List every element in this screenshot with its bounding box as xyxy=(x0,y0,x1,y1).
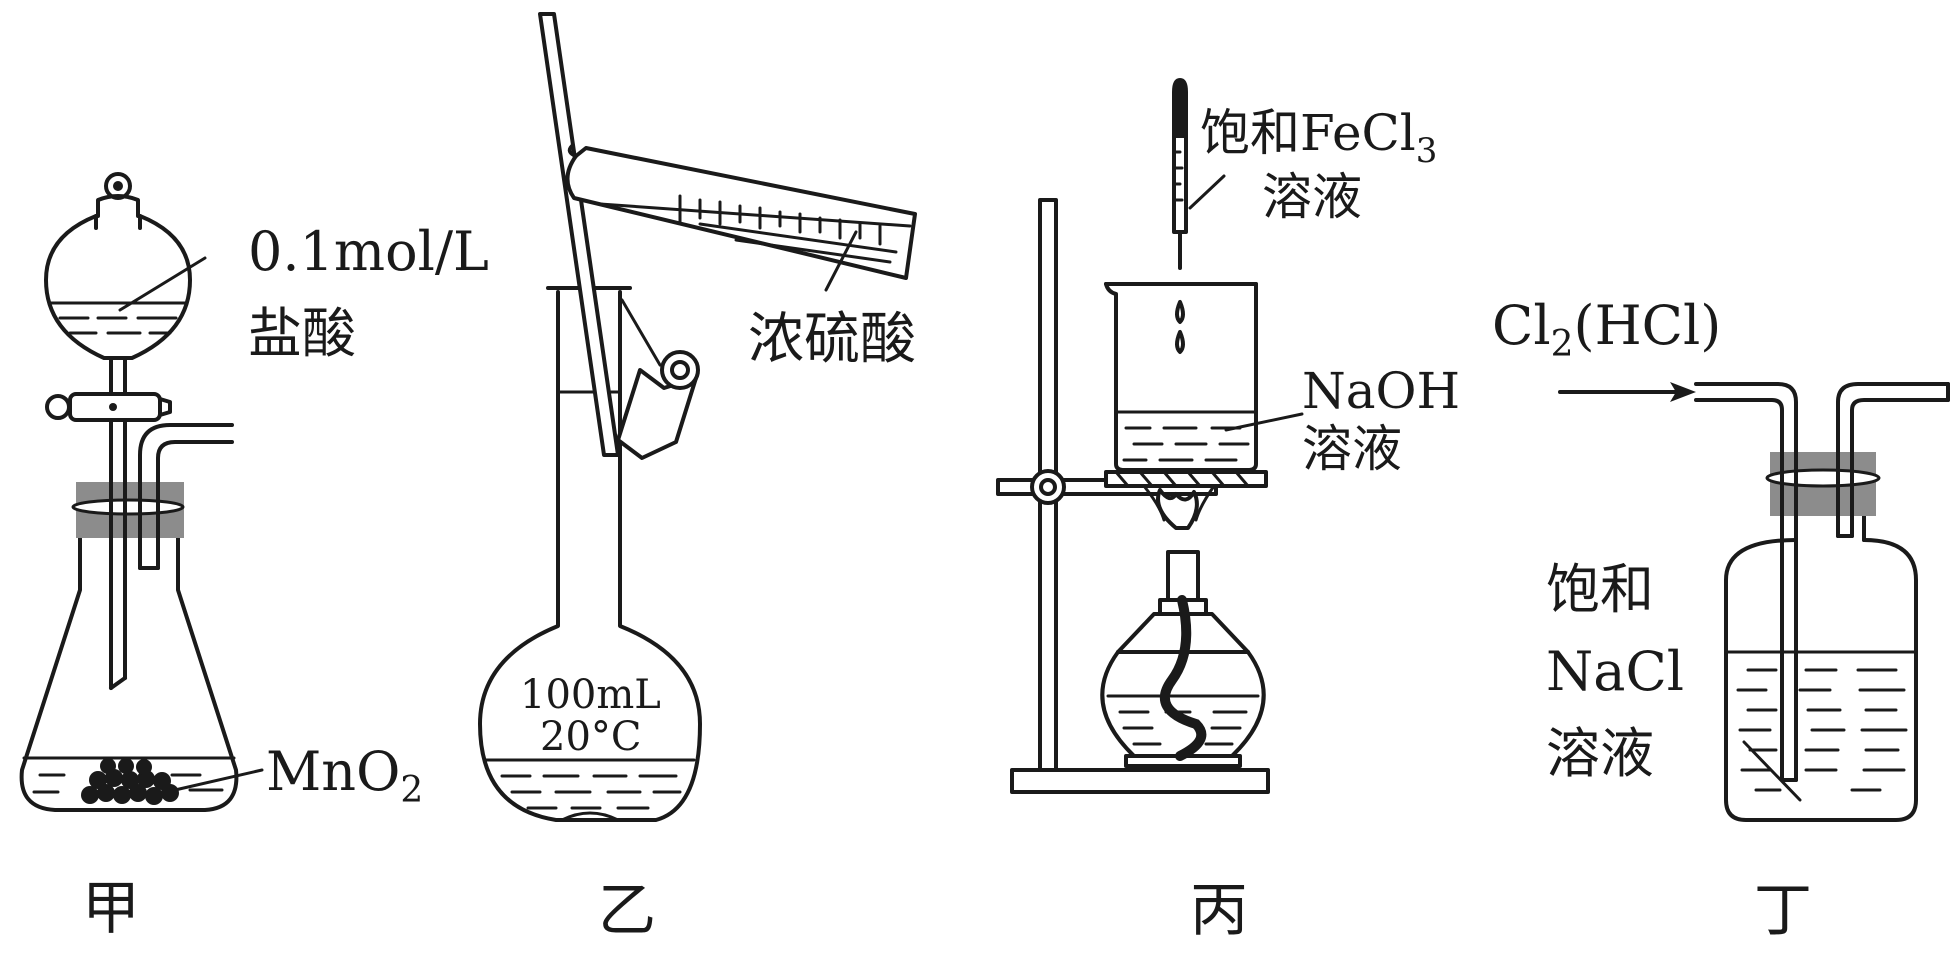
apparatus-ding: Cl2(HCl) 饱和 NaCl 溶液 丁 xyxy=(1492,294,1950,944)
gas-inlet-arrow xyxy=(1670,382,1696,402)
caption-bing: 丙 xyxy=(1190,876,1248,944)
naoh-label: NaOH xyxy=(1302,362,1460,420)
conical-flask xyxy=(19,503,239,812)
volumetric-flask xyxy=(478,290,702,822)
concentrated-sulfuric-acid-label: 浓硫酸 xyxy=(748,307,916,372)
apparatus-yi: 浓硫酸 100mL 20°C 乙 xyxy=(478,12,917,944)
nacl-label: NaCl xyxy=(1546,640,1684,703)
hydrochloric-acid-label: 盐酸 xyxy=(248,302,356,365)
separatory-funnel xyxy=(44,214,192,360)
nacl-solution-label: 溶液 xyxy=(1546,722,1654,785)
flame xyxy=(1156,488,1199,530)
flask-stopper xyxy=(616,368,698,460)
alcohol-lamp xyxy=(1100,550,1266,768)
mno2-label: MnO2 xyxy=(266,740,423,811)
caption-yi: 乙 xyxy=(598,876,656,944)
dropper xyxy=(1172,78,1188,270)
flask-temperature-label: 20°C xyxy=(540,714,642,760)
beaker xyxy=(1104,282,1258,472)
caption-ding: 丁 xyxy=(1754,876,1812,944)
naoh-solution-label: 溶液 xyxy=(1302,420,1402,478)
chlorine-gas-label: Cl2(HCl) xyxy=(1492,294,1721,365)
glass-rod xyxy=(538,12,620,457)
ferric-chloride-solution-label: 溶液 xyxy=(1262,168,1362,226)
flask-volume-label: 100mL xyxy=(520,672,661,718)
caption-jia: 甲 xyxy=(82,874,140,942)
graduated-cylinder xyxy=(565,144,917,280)
apparatus-jia: 0.1mol/L 盐酸 MnO2 甲 xyxy=(19,172,489,942)
ferric-chloride-label: 饱和FeCl3 xyxy=(1200,104,1437,171)
apparatus-bing: 饱和FeCl3 溶液 NaOH 溶液 丙 xyxy=(996,78,1460,944)
mno2-solid xyxy=(81,758,179,805)
gas-washing-bottle xyxy=(1724,538,1918,822)
saturated-label: 饱和 xyxy=(1546,558,1654,621)
hydrochloric-acid-concentration-label: 0.1mol/L xyxy=(248,220,489,283)
iron-stand-base xyxy=(1010,768,1270,794)
